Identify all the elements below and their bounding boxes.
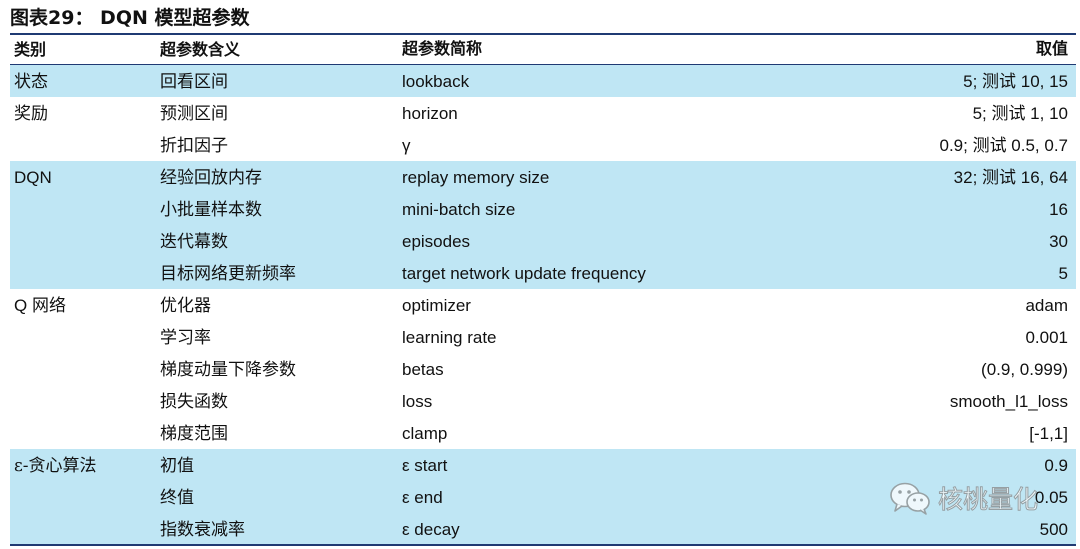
row-meaning: 损失函数 xyxy=(160,392,228,412)
row-meaning: 回看区间 xyxy=(160,72,228,92)
table-row: 小批量样本数 mini-batch size 16 xyxy=(10,193,1076,225)
row-value: 5; 测试 10, 15 xyxy=(963,72,1068,91)
row-meaning: 指数衰减率 xyxy=(160,520,245,540)
row-category: Q 网络 xyxy=(14,296,66,315)
row-meaning: 经验回放内存 xyxy=(160,168,262,188)
row-name: clamp xyxy=(402,424,448,443)
row-value: 32; 测试 16, 64 xyxy=(953,168,1068,187)
row-value: 16 xyxy=(1049,200,1068,219)
row-name: γ xyxy=(402,136,411,155)
table-row: 损失函数 loss smooth_l1_loss xyxy=(10,385,1076,417)
row-value: 0.001 xyxy=(1025,328,1068,347)
row-name: betas xyxy=(402,360,444,379)
row-name: ε decay xyxy=(402,520,460,539)
row-value: (0.9, 0.999) xyxy=(981,360,1068,379)
row-meaning: 梯度动量下降参数 xyxy=(160,360,296,380)
row-value: 0.9; 测试 0.5, 0.7 xyxy=(939,136,1068,155)
row-value: 30 xyxy=(1049,232,1068,251)
row-name: mini-batch size xyxy=(402,200,516,219)
row-meaning: 目标网络更新频率 xyxy=(160,264,296,284)
table-body: 状态 回看区间 lookback 5; 测试 10, 15 奖励 预测区间 ho… xyxy=(10,65,1076,545)
row-name: target network update frequency xyxy=(402,264,646,283)
header-rule xyxy=(10,64,1076,65)
table-row: 状态 回看区间 lookback 5; 测试 10, 15 xyxy=(10,65,1076,97)
row-name: learning rate xyxy=(402,328,497,347)
header-value: 取值 xyxy=(1035,41,1068,58)
table-row: 奖励 预测区间 horizon 5; 测试 1, 10 xyxy=(10,97,1076,129)
watermark: 核桃量化 xyxy=(888,478,1039,518)
row-category: 状态 xyxy=(14,72,48,92)
header-meaning: 超参数含义 xyxy=(160,40,241,59)
wechat-icon xyxy=(890,482,930,515)
row-name: ε start xyxy=(402,456,448,475)
header-name: 超参数简称 xyxy=(402,41,483,58)
table-header: 类别 超参数含义 超参数简称 取值 xyxy=(10,35,1076,64)
row-name: optimizer xyxy=(402,296,471,315)
row-meaning: 学习率 xyxy=(160,328,211,348)
row-value: 0.9 xyxy=(1044,456,1068,475)
row-name: lookback xyxy=(402,72,470,91)
row-name: episodes xyxy=(402,232,471,251)
row-category: DQN xyxy=(14,168,52,187)
row-category: 奖励 xyxy=(14,104,48,124)
bottom-rule xyxy=(10,544,1076,546)
page-title: 图表29： DQN 模型超参数 xyxy=(10,7,250,29)
table-row: 梯度范围 clamp [-1,1] xyxy=(10,417,1076,449)
row-meaning: 预测区间 xyxy=(160,104,228,124)
table-row: ε-贪心算法 初值 ε start 0.9 xyxy=(10,449,1076,481)
row-value: 5; 测试 1, 10 xyxy=(972,104,1068,123)
row-meaning: 终值 xyxy=(160,488,194,508)
row-name: loss xyxy=(402,392,433,411)
row-value: 500 xyxy=(1039,520,1068,539)
table-row: 学习率 learning rate 0.001 xyxy=(10,321,1076,353)
row-meaning: 梯度范围 xyxy=(160,424,228,444)
table-row: DQN 经验回放内存 replay memory size 32; 测试 16,… xyxy=(10,161,1076,193)
row-meaning: 折扣因子 xyxy=(160,136,228,156)
title-rule xyxy=(10,33,1076,35)
row-meaning: 优化器 xyxy=(160,296,211,316)
table-row: 指数衰减率 ε decay 500 xyxy=(10,513,1076,545)
table-row: 迭代幕数 episodes 30 xyxy=(10,225,1076,257)
table-row: 目标网络更新频率 target network update frequency… xyxy=(10,257,1076,289)
row-value: 0.05 xyxy=(1034,488,1068,507)
row-value: smooth_l1_loss xyxy=(949,392,1068,411)
row-name: horizon xyxy=(402,104,458,123)
table-row: 折扣因子 γ 0.9; 测试 0.5, 0.7 xyxy=(10,129,1076,161)
row-meaning: 初值 xyxy=(160,456,194,476)
table-row: Q 网络 优化器 optimizer adam xyxy=(10,289,1076,321)
watermark-text: 核桃量化 xyxy=(937,485,1039,515)
row-category: ε-贪心算法 xyxy=(14,456,97,476)
row-meaning: 小批量样本数 xyxy=(160,200,262,220)
row-value: adam xyxy=(1025,296,1068,315)
row-name: replay memory size xyxy=(402,168,550,187)
table-row: 梯度动量下降参数 betas (0.9, 0.999) xyxy=(10,353,1076,385)
row-meaning: 迭代幕数 xyxy=(160,232,228,252)
row-name: ε end xyxy=(402,488,443,507)
row-value: 5 xyxy=(1058,264,1068,283)
header-category: 类别 xyxy=(14,40,47,59)
row-value: [-1,1] xyxy=(1029,424,1068,443)
